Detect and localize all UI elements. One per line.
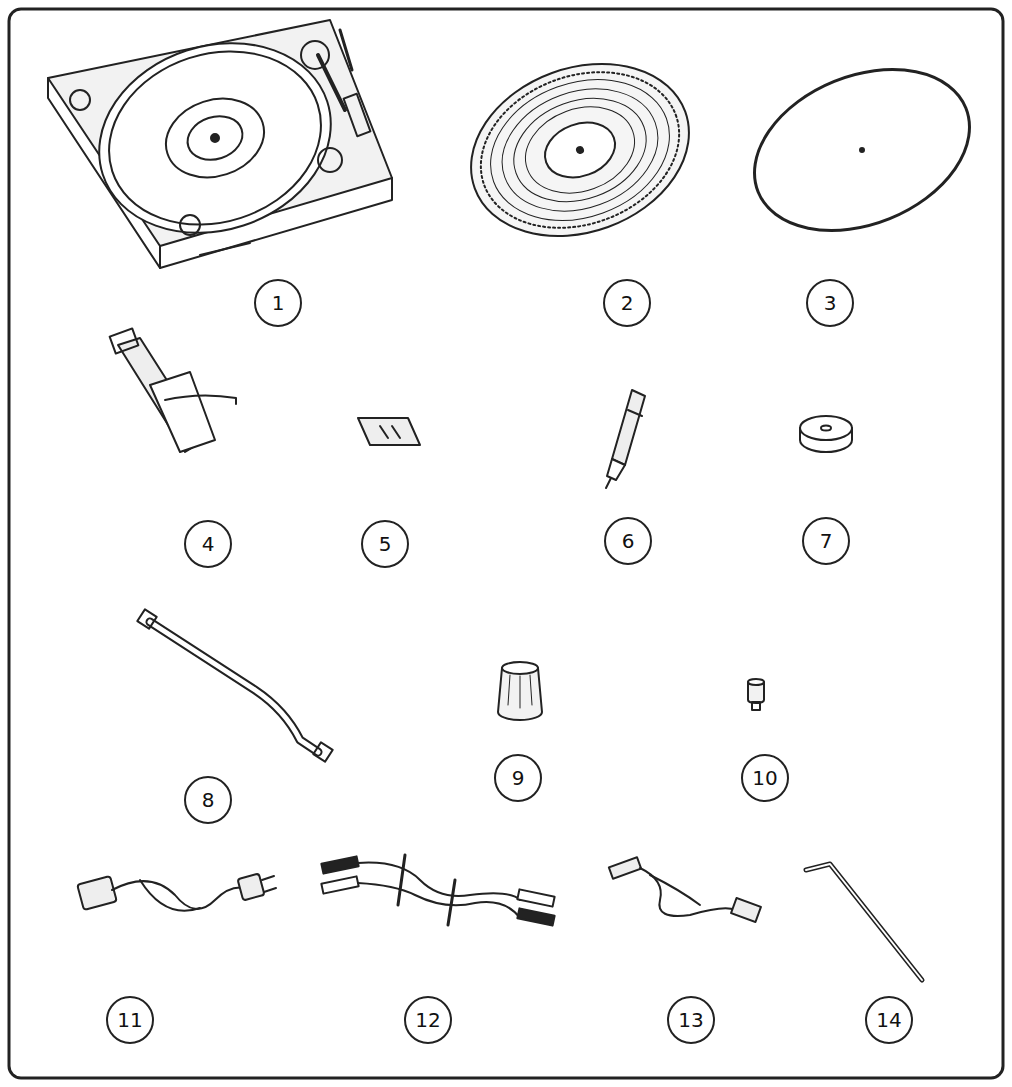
stylus-drawing (606, 390, 645, 488)
rca-cable-drawing (321, 855, 554, 926)
callout-number: 10 (741, 754, 789, 802)
callout-number: 8 (184, 776, 232, 824)
callout-number: 2 (603, 279, 651, 327)
knob-drawing (498, 662, 542, 720)
headshell-drawing (110, 328, 236, 452)
power-cord-drawing (77, 874, 276, 911)
callout-number: 5 (361, 520, 409, 568)
slipmat-drawing (730, 39, 993, 260)
weight-drawing (358, 418, 420, 445)
callout-number: 12 (404, 996, 452, 1044)
callout-number: 7 (802, 517, 850, 565)
usb-cable-drawing (609, 857, 761, 922)
hex-key-drawing (806, 864, 922, 980)
callout-number: 11 (106, 996, 154, 1044)
small-cap-drawing (748, 679, 764, 710)
record-drawing (447, 35, 714, 266)
adapter-drawing (800, 416, 852, 452)
callout-number: 3 (806, 279, 854, 327)
callout-number: 14 (865, 996, 913, 1044)
callout-number: 4 (184, 520, 232, 568)
tonearm-drawing (137, 609, 332, 761)
callout-number: 1 (254, 279, 302, 327)
callout-number: 9 (494, 754, 542, 802)
turntable-drawing (48, 14, 392, 268)
frame-border (9, 9, 1003, 1078)
callout-number: 13 (667, 996, 715, 1044)
callout-number: 6 (604, 517, 652, 565)
